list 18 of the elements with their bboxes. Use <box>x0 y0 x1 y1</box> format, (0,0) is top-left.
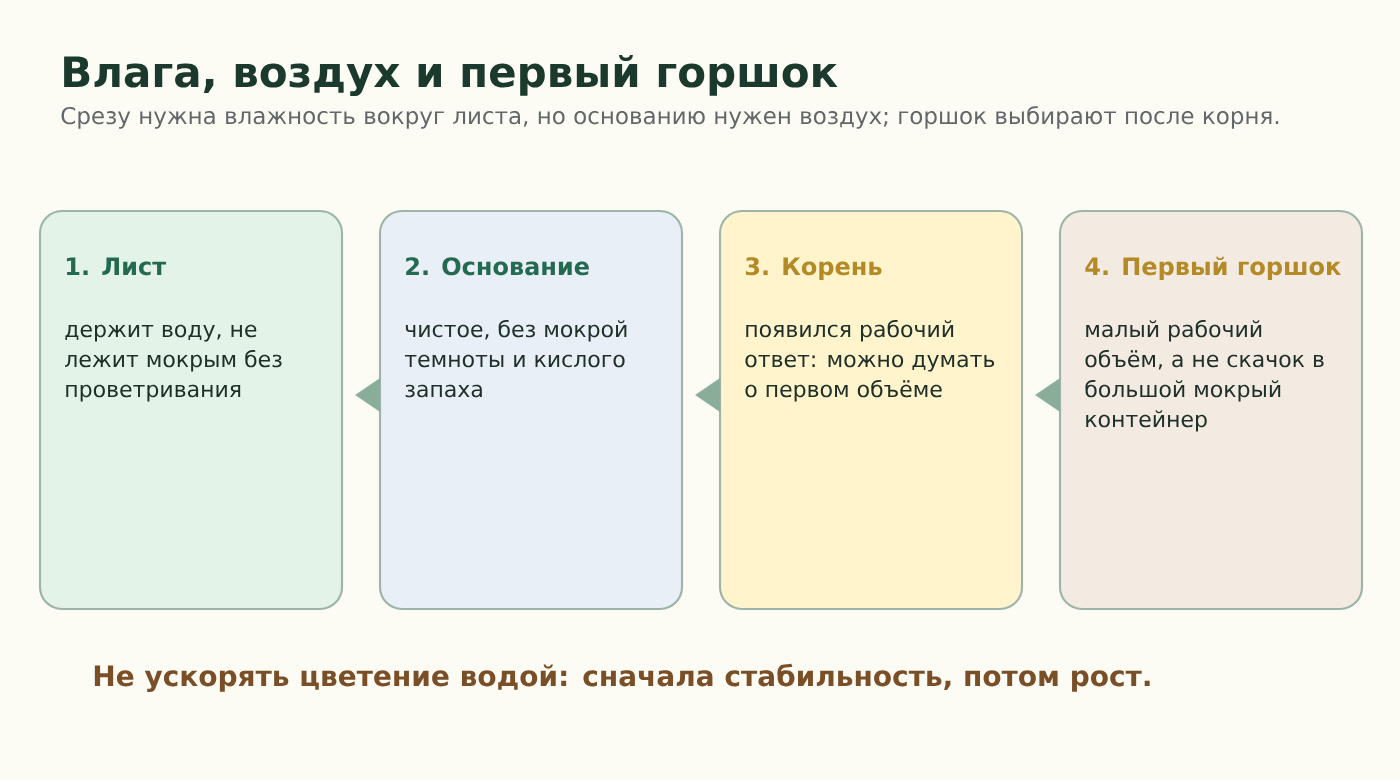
step-card <box>1058 209 1364 611</box>
card-heading: 1. Лист <box>66 257 167 276</box>
card-heading: 2. Основание <box>406 257 589 276</box>
footer-note: Не ускорять цветение водой: сначала стабильность, потом рост. <box>94 663 1150 693</box>
arrow <box>355 378 381 412</box>
card-text: чистое, без мокрой темноты и кислого запаха <box>404 319 627 398</box>
subtitle: Срезу нужна влажность вокруг листа, но основанию нужен воздух; горшок выбирают после корня. <box>61 106 1279 129</box>
card-text: держит воду, не лежит мокрым без проветривания <box>65 324 282 402</box>
card-text: малый рабочий объём, а не скачок в большой мокрый контейнер <box>1085 319 1324 432</box>
title: Влага, воздух и первый горшок <box>64 54 838 97</box>
arrow <box>1035 378 1061 412</box>
step-card <box>38 209 344 611</box>
card-heading: 4. Первый горшок <box>1085 256 1341 280</box>
card-text: появился рабочий ответ: можно думать о первом объёме <box>745 319 995 402</box>
step-card <box>718 209 1024 611</box>
arrow <box>695 378 721 412</box>
step-card <box>378 209 684 611</box>
card-heading: 3. Корень <box>745 257 882 280</box>
